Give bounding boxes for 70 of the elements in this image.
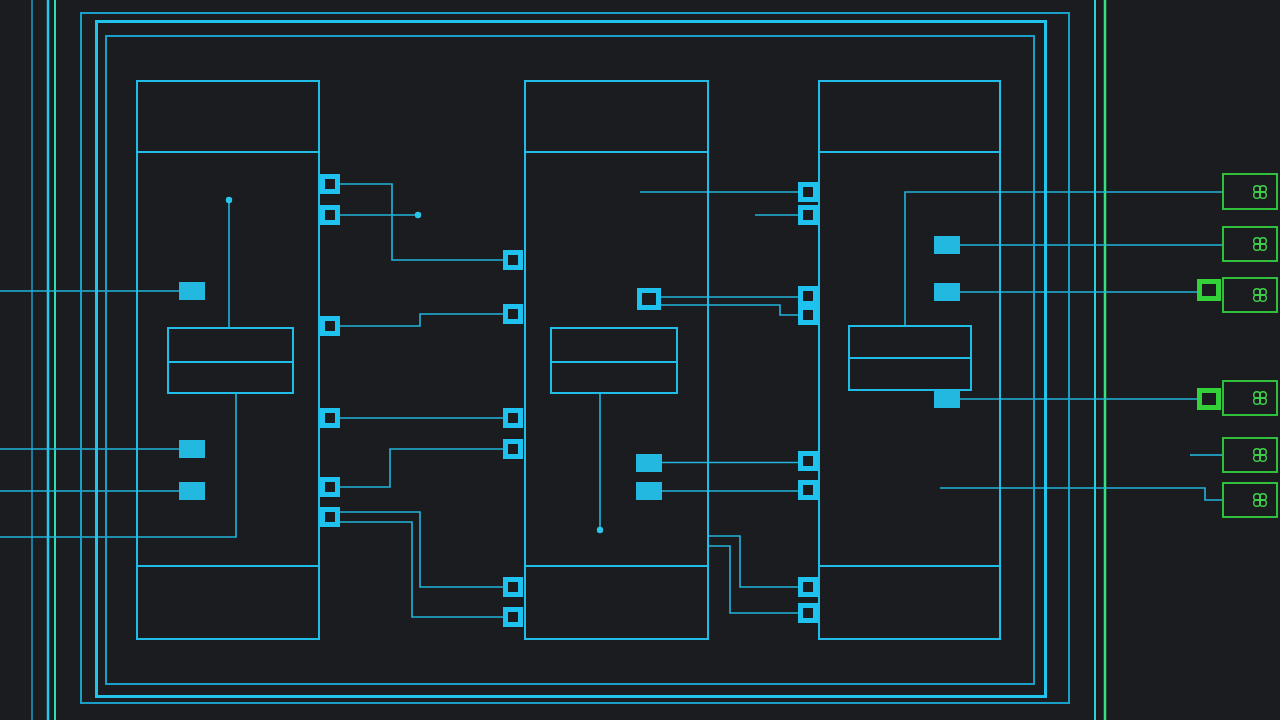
connector-line bbox=[661, 461, 799, 464]
connector-pad bbox=[179, 282, 205, 300]
port-square bbox=[320, 205, 340, 225]
connector-pad bbox=[179, 482, 205, 500]
connector-pad bbox=[179, 440, 205, 458]
port-square bbox=[320, 174, 340, 194]
port-square bbox=[798, 577, 818, 597]
connector-line bbox=[754, 214, 799, 216]
connector-line bbox=[339, 183, 504, 261]
output-box bbox=[1222, 437, 1278, 473]
connector-pad bbox=[636, 454, 662, 472]
port-square bbox=[637, 288, 661, 310]
output-box bbox=[1222, 380, 1278, 416]
connector-line bbox=[0, 490, 180, 492]
port-square bbox=[1197, 279, 1221, 301]
port-square bbox=[798, 603, 818, 623]
output-box bbox=[1222, 173, 1278, 210]
module-block bbox=[136, 80, 320, 640]
connector-line bbox=[939, 487, 1223, 501]
connector-line bbox=[339, 417, 504, 419]
port-square bbox=[503, 408, 523, 428]
connector-line bbox=[660, 296, 799, 298]
port-square bbox=[798, 205, 818, 225]
port-square bbox=[1197, 388, 1221, 410]
connector-line bbox=[1189, 454, 1223, 456]
connector-pad bbox=[934, 283, 960, 301]
port-square bbox=[320, 316, 340, 336]
connector-pad bbox=[934, 390, 960, 408]
connector-line bbox=[339, 313, 504, 327]
connector-line bbox=[0, 448, 180, 450]
connector-line bbox=[639, 191, 799, 193]
connector-line bbox=[708, 545, 799, 614]
sub-block bbox=[550, 327, 678, 394]
port-square bbox=[798, 451, 818, 471]
connector-line bbox=[339, 211, 422, 219]
sub-block bbox=[167, 327, 294, 394]
port-square bbox=[798, 182, 818, 202]
connector-line bbox=[339, 448, 504, 488]
port-square bbox=[503, 250, 523, 270]
port-square bbox=[503, 577, 523, 597]
port-square bbox=[798, 480, 818, 500]
connector-line bbox=[660, 304, 799, 316]
connector-line bbox=[959, 398, 1198, 400]
port-square bbox=[503, 304, 523, 324]
output-box bbox=[1222, 277, 1278, 313]
connector-line bbox=[0, 290, 180, 292]
connector-line bbox=[0, 393, 237, 538]
port-square bbox=[798, 286, 818, 306]
output-box bbox=[1222, 226, 1278, 262]
connector-line bbox=[596, 393, 604, 534]
connector-line bbox=[708, 535, 799, 588]
connector-line bbox=[959, 291, 1198, 293]
connector-pad bbox=[934, 236, 960, 254]
connector-line bbox=[339, 521, 504, 618]
output-box bbox=[1222, 482, 1278, 518]
connector-line bbox=[225, 196, 233, 328]
module-block bbox=[524, 80, 709, 640]
port-square bbox=[503, 439, 523, 459]
port-square bbox=[798, 305, 818, 325]
port-square bbox=[320, 408, 340, 428]
connector-line bbox=[904, 191, 1223, 326]
port-square bbox=[320, 477, 340, 497]
port-square bbox=[503, 607, 523, 627]
module-block bbox=[818, 80, 1001, 640]
connector-line bbox=[339, 511, 504, 588]
port-square bbox=[320, 507, 340, 527]
connector-line bbox=[661, 490, 799, 492]
sub-block bbox=[848, 325, 972, 391]
connector-pad bbox=[636, 482, 662, 500]
connector-line bbox=[959, 244, 1223, 246]
